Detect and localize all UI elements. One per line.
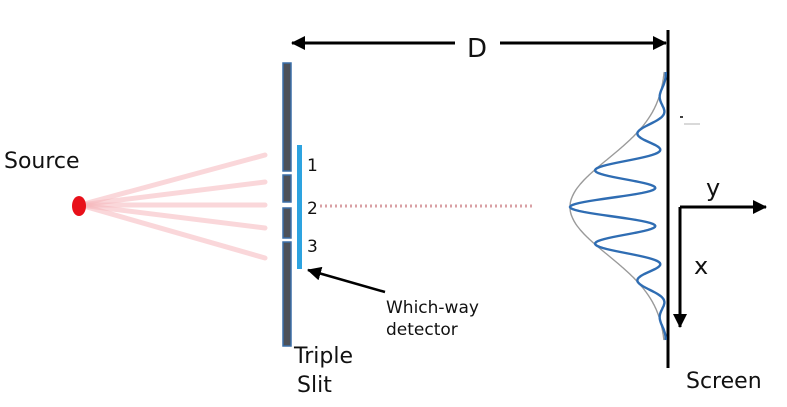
screen-label: Screen xyxy=(686,369,762,394)
y-axis-label: y xyxy=(706,174,720,202)
source-dot xyxy=(72,196,86,216)
x-axis-label: x xyxy=(694,252,708,280)
detector-label-line2: detector xyxy=(386,320,458,340)
slit-3-label: 3 xyxy=(307,237,318,257)
gaussian-envelope xyxy=(569,71,665,341)
detector-label-line1: Which-way xyxy=(386,298,479,318)
which-way-detector xyxy=(297,145,302,269)
screen-ticks xyxy=(680,116,700,208)
detector-pointer-arrow xyxy=(307,266,386,294)
beam-ray xyxy=(77,202,268,261)
beam-ray xyxy=(77,202,268,231)
triple-slit-label-line2: Slit xyxy=(297,373,332,398)
distance-label: D xyxy=(467,34,487,64)
interference-pattern xyxy=(568,71,667,341)
slit-1-label: 1 xyxy=(307,156,318,176)
beam-ray xyxy=(77,179,268,208)
beam-ray xyxy=(77,152,268,208)
light-beams xyxy=(77,152,268,261)
triple-slit-plate xyxy=(282,62,292,347)
slit-2-label: 2 xyxy=(307,199,318,219)
triple-slit-label-line1: Triple xyxy=(293,344,353,369)
source-label: Source xyxy=(4,149,80,174)
